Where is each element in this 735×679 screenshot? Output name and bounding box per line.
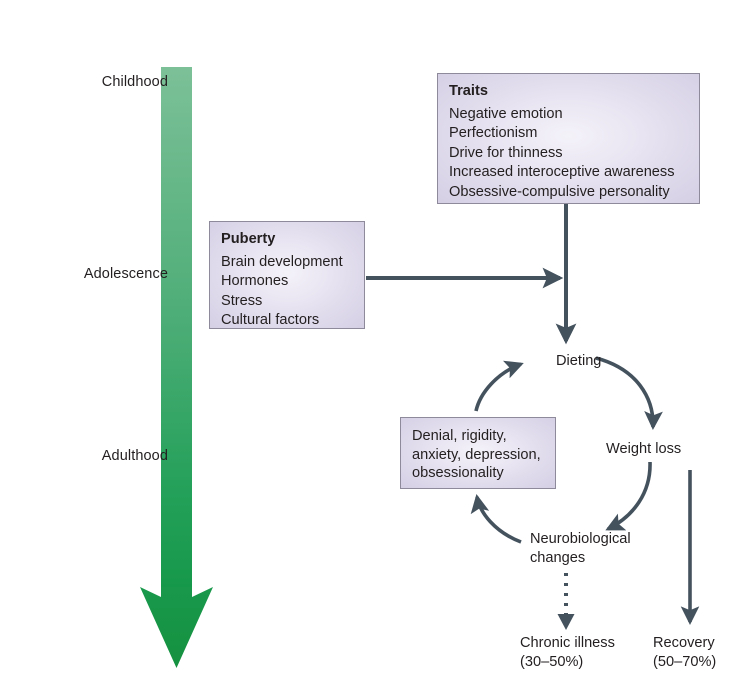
puberty-box-title: Puberty [221,231,276,247]
node-chronic-illness: Chronic illness (30–50%) [520,634,615,671]
traits-box: Traits Negative emotion Perfectionism Dr… [437,73,700,204]
denial-box: Denial, rigidity, anxiety, depression, o… [400,417,556,489]
node-recovery: Recovery (50–70%) [653,634,716,671]
edge-dieting-to-weight-loss [595,356,663,430]
denial-item-line-2: anxiety, depression, [412,446,541,463]
timeline-label-childhood: Childhood [101,74,168,90]
node-chronic-illness-percent: (30–50%) [520,653,584,670]
node-dieting: Dieting [556,353,602,369]
puberty-item-cultural-factors: Cultural factors [221,312,320,328]
traits-box-title: Traits [449,83,488,99]
edge-denial-to-dieting [474,360,524,412]
puberty-item-hormones: Hormones [221,273,289,289]
timeline-label-adulthood: Adulthood [101,448,168,464]
denial-item-line-1: Denial, rigidity, [412,428,507,444]
node-recovery-percent: (50–70%) [653,653,717,670]
node-neurobiological-changes-line-1: Neurobiological [530,531,631,547]
traits-item-drive-for-thinness: Drive for thinness [449,144,563,161]
edge-weight-loss-to-neurobiological [605,461,652,531]
node-weight-loss: Weight loss [606,441,682,457]
traits-item-perfectionism: Perfectionism [449,125,538,141]
puberty-item-stress: Stress [221,292,263,309]
edge-neurobiological-to-denial [470,494,522,544]
node-neurobiological-changes-line-2: changes [530,549,586,566]
traits-item-interoceptive-awareness: Increased interoceptive awareness [449,164,675,180]
denial-item-line-3: obsessionality [412,465,504,482]
traits-item-obsessive-compulsive-personality: Obsessive-compulsive personality [449,183,670,200]
node-chronic-illness-label: Chronic illness [520,635,615,651]
node-neurobiological-changes: Neurobiological changes [530,530,631,567]
node-recovery-label: Recovery [653,635,715,651]
edge-neurobiological-to-chronic-illness [557,573,575,630]
traits-item-negative-emotion: Negative emotion [449,105,563,122]
timeline-label-adolescence: Adolescence [83,266,168,282]
puberty-item-brain-development: Brain development [221,253,343,270]
timeline-arrow [140,67,213,668]
puberty-box: Puberty Brain development Hormones Stres… [209,221,365,329]
